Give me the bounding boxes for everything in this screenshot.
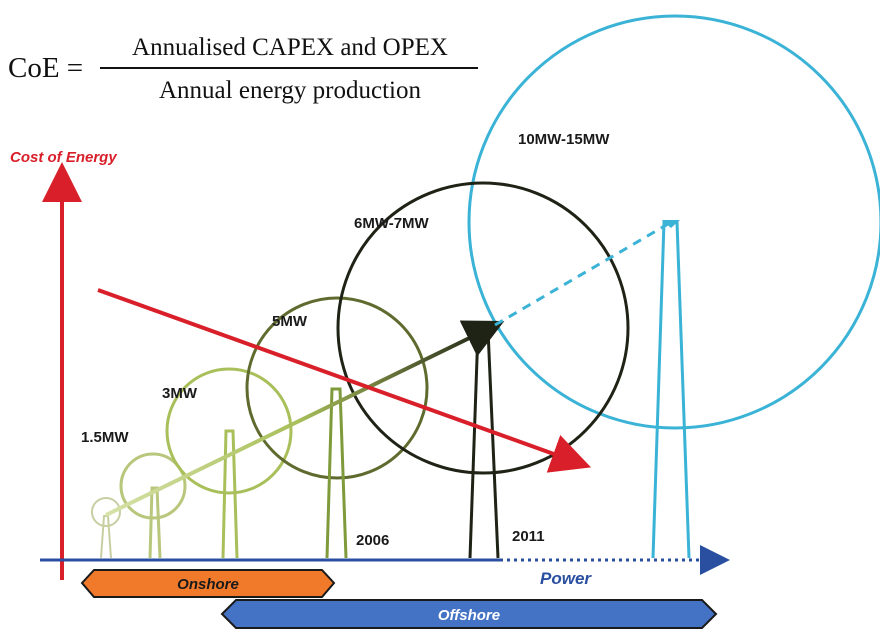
- formula-denominator: Annual energy production: [159, 77, 421, 104]
- tower-3mw: [221, 429, 239, 559]
- offshore-label: Offshore: [438, 607, 500, 624]
- rotor-circle-5mw: [245, 296, 429, 480]
- label-6-7mw: 6MW-7MW: [354, 215, 430, 232]
- formula-lhs: CoE =: [8, 52, 83, 84]
- offshore-arrow-shape: [220, 599, 718, 629]
- nacelle-10-15mw: [662, 220, 680, 228]
- formula-numerator: Annualised CAPEX and OPEX: [132, 34, 448, 61]
- label-5mw: 5MW: [272, 313, 308, 330]
- cost-axis-label: Cost of Energy: [10, 149, 117, 166]
- rotor-circle-3mw: [165, 367, 293, 495]
- label-3mw: 3MW: [162, 385, 198, 402]
- growth-trend-line: [105, 320, 505, 517]
- year-label-2011: 2011: [512, 528, 545, 545]
- turbine-1-5mw: 1.5MW: [81, 429, 187, 559]
- rotor-circle-small: [91, 497, 121, 527]
- offshore-range: Offshore: [220, 599, 718, 629]
- tower-6-7mw: [468, 328, 500, 559]
- growth-projection-line: [494, 222, 669, 327]
- tower-small: [100, 515, 112, 559]
- turbine-10-15mw: 10MW-15MW: [518, 131, 691, 559]
- turbine-6-7mw: 6MW-7MW: [336, 181, 630, 559]
- label-10-15mw: 10MW-15MW: [518, 131, 610, 148]
- tower-1-5mw: [148, 486, 162, 559]
- onshore-range: Onshore: [80, 569, 336, 598]
- power-axis-label: Power: [540, 569, 592, 588]
- onshore-label: Onshore: [177, 576, 239, 593]
- tower-5mw: [325, 387, 348, 559]
- label-1-5mw: 1.5MW: [81, 429, 129, 446]
- onshore-arrow-shape: [80, 569, 336, 598]
- cost-trend-line: [97, 288, 592, 473]
- turbine-5mw: 5MW: [245, 296, 429, 559]
- rotor-circle-1-5mw: [119, 452, 187, 520]
- rotor-circle-6-7mw: [336, 181, 630, 475]
- turbine-0: [91, 497, 121, 559]
- rotor-circle-10-15mw: [467, 14, 880, 430]
- year-label-2006: 2006: [356, 532, 389, 549]
- turbine-3mw: 3MW: [162, 367, 293, 559]
- tower-10-15mw: [651, 220, 691, 559]
